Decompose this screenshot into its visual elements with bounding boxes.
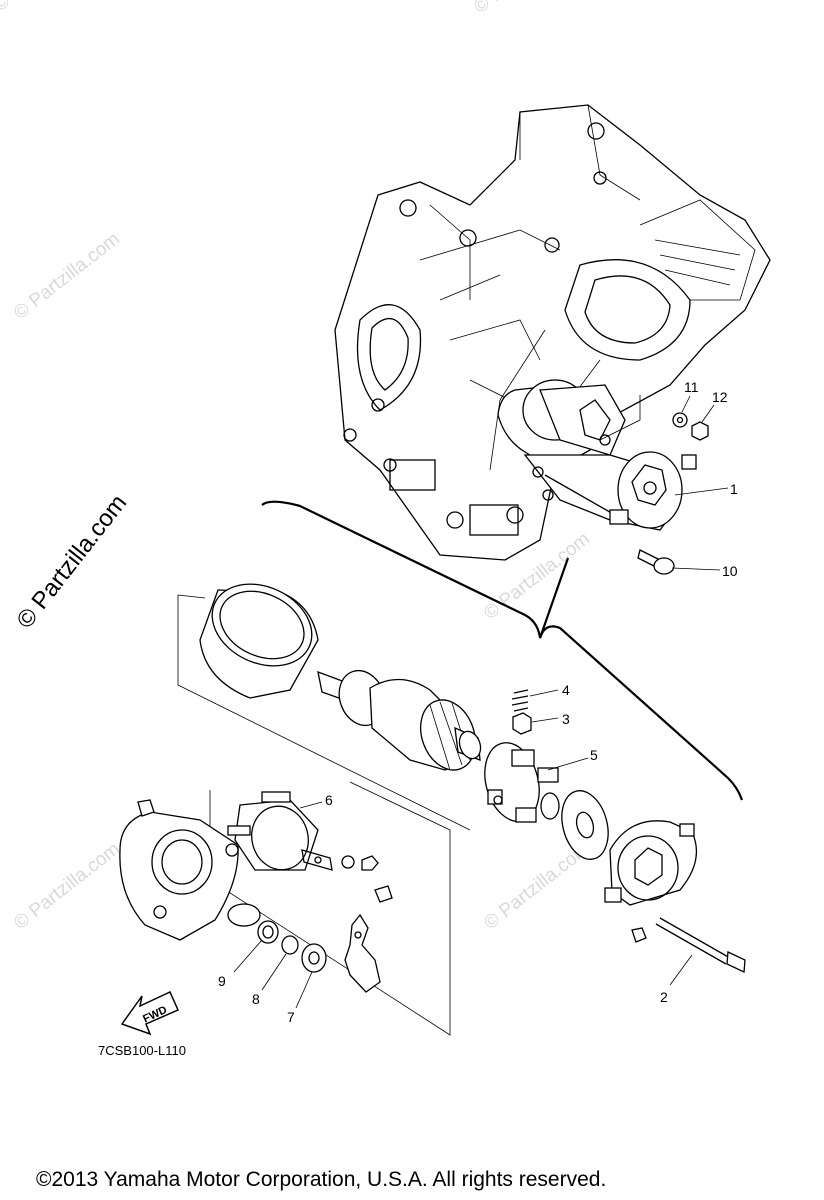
shift-lever bbox=[344, 913, 381, 993]
part-label-2: 2 bbox=[660, 989, 668, 1005]
front-housing bbox=[119, 799, 239, 941]
leader-9 bbox=[233, 939, 263, 973]
part-number-labels: 1 2 3 4 5 6 7 8 9 10 11 12 bbox=[218, 379, 738, 1025]
bushing bbox=[540, 792, 560, 820]
nut-12 bbox=[691, 421, 709, 441]
nut-small bbox=[361, 855, 379, 871]
bolt-10 bbox=[637, 549, 675, 575]
armature bbox=[317, 669, 482, 771]
nut-terminal bbox=[374, 885, 393, 903]
leader-7 bbox=[295, 971, 313, 1009]
copyright-text: ©2013 Yamaha Motor Corporation, U.S.A. A… bbox=[36, 1168, 606, 1191]
part-label-9: 9 bbox=[218, 973, 226, 989]
yoke-housing bbox=[199, 583, 319, 699]
part-label-5: 5 bbox=[590, 747, 598, 763]
fwd-arrow-icon: FWD bbox=[120, 990, 179, 1036]
brush-3 bbox=[512, 712, 532, 735]
leader-1 bbox=[674, 487, 729, 496]
thrust-washer bbox=[561, 790, 609, 860]
part-label-4: 4 bbox=[562, 682, 570, 698]
o-ring-cover-nut bbox=[631, 927, 647, 943]
part-label-3: 3 bbox=[562, 711, 570, 727]
through-bolt-2 bbox=[655, 917, 746, 973]
brush-holder-5 bbox=[484, 742, 559, 823]
washer-small bbox=[341, 855, 355, 869]
watermark-3: © Partzilla.com bbox=[10, 839, 124, 934]
washer-11 bbox=[672, 412, 688, 428]
pinion-7 bbox=[301, 943, 327, 973]
circlip-8 bbox=[281, 935, 299, 955]
leader-12 bbox=[701, 404, 715, 423]
watermark-6: © Partzilla.com bbox=[470, 0, 584, 18]
leader-10 bbox=[671, 567, 721, 571]
crankcase bbox=[334, 104, 771, 561]
solenoid-6 bbox=[227, 791, 333, 871]
part-label-11: 11 bbox=[684, 379, 699, 395]
watermark-1: © Partzilla.com bbox=[10, 229, 124, 324]
rear-cover bbox=[604, 820, 698, 906]
part-label-6: 6 bbox=[325, 792, 333, 808]
starter-motor-assembly bbox=[497, 379, 697, 531]
part-label-10: 10 bbox=[722, 563, 738, 579]
part-label-7: 7 bbox=[287, 1009, 295, 1025]
watermark-main: © Partzilla.com bbox=[11, 490, 132, 634]
collar-9 bbox=[257, 920, 279, 944]
spring-4 bbox=[511, 689, 529, 712]
watermark-2: © Partzilla.com bbox=[480, 529, 594, 624]
leader-11 bbox=[681, 395, 691, 413]
diagram-code: 7CSB100-L110 bbox=[98, 1043, 186, 1058]
bushing-large bbox=[227, 903, 261, 927]
part-label-1: 1 bbox=[730, 481, 738, 497]
part-label-8: 8 bbox=[252, 991, 260, 1007]
part-label-12: 12 bbox=[712, 389, 728, 405]
leader-8 bbox=[261, 953, 287, 991]
watermark-5: © Partzilla.com bbox=[0, 0, 104, 16]
